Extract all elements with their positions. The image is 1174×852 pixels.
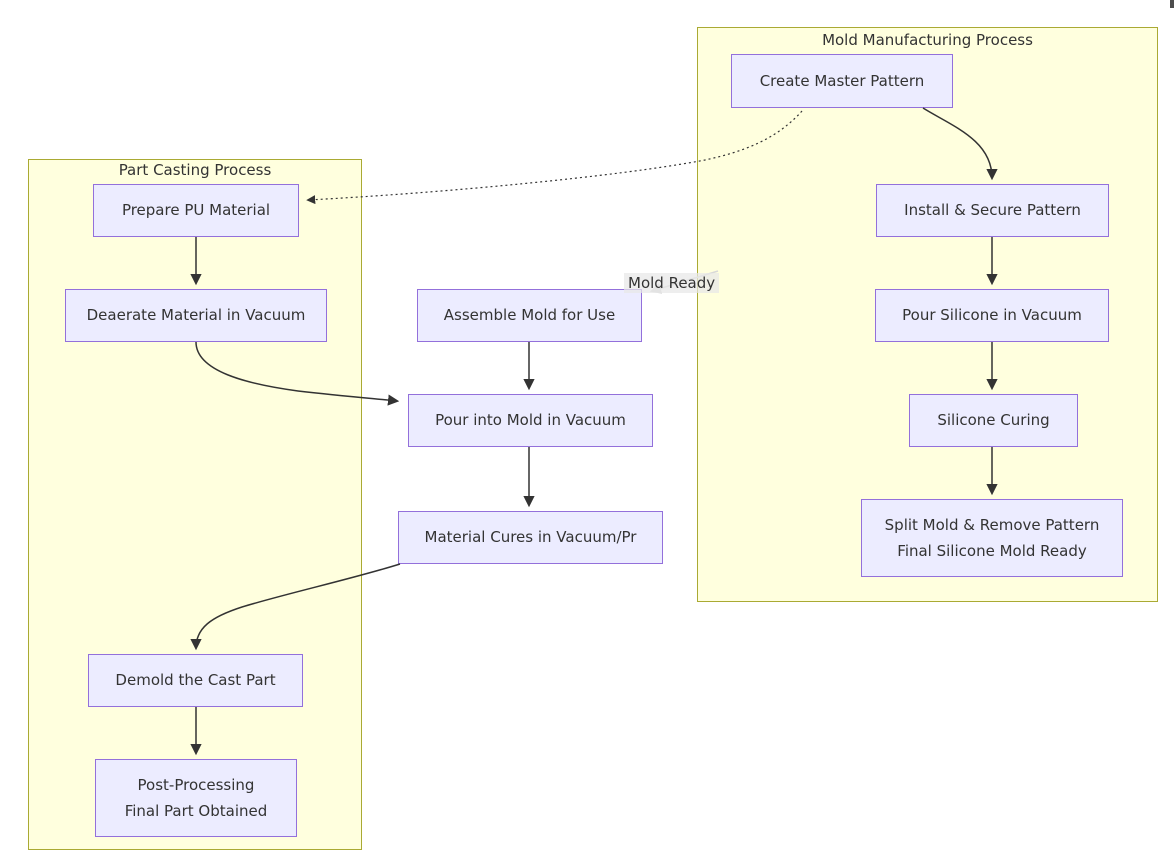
node-post-processing-line1: Post-Processing — [137, 776, 255, 794]
node-pour-into-mold-in-vacuum: Pour into Mold in Vacuum — [408, 394, 653, 447]
node-demold-the-cast-part: Demold the Cast Part — [88, 654, 303, 707]
subgraph-part-casting — [28, 159, 362, 850]
scrollbar-fragment — [1170, 0, 1174, 8]
node-split-mold-final-silicone-mold-ready: Split Mold & Remove Pattern Final Silico… — [861, 499, 1123, 577]
node-prepare-pu-material: Prepare PU Material — [93, 184, 299, 237]
node-post-processing-final-part-obtained: Post-Processing Final Part Obtained — [95, 759, 297, 837]
node-post-processing-line2: Final Part Obtained — [124, 802, 268, 820]
node-material-cures-in-vacuum-pressure: Material Cures in Vacuum/Pr — [398, 511, 663, 564]
node-create-master-pattern: Create Master Pattern — [731, 54, 953, 108]
subgraph-part-casting-title: Part Casting Process — [118, 161, 272, 179]
node-split-mold-line2: Final Silicone Mold Ready — [897, 542, 1087, 560]
subgraph-mold-manufacturing-title: Mold Manufacturing Process — [822, 31, 1033, 49]
node-assemble-mold-for-use: Assemble Mold for Use — [417, 289, 642, 342]
node-install-secure-pattern: Install & Secure Pattern — [876, 184, 1109, 237]
node-silicone-curing: Silicone Curing — [909, 394, 1078, 447]
node-split-mold-line1: Split Mold & Remove Pattern — [884, 516, 1100, 534]
node-deaerate-material-in-vacuum: Deaerate Material in Vacuum — [65, 289, 327, 342]
node-pour-silicone-in-vacuum: Pour Silicone in Vacuum — [875, 289, 1109, 342]
edge-label-mold-ready: Mold Ready — [624, 273, 720, 293]
